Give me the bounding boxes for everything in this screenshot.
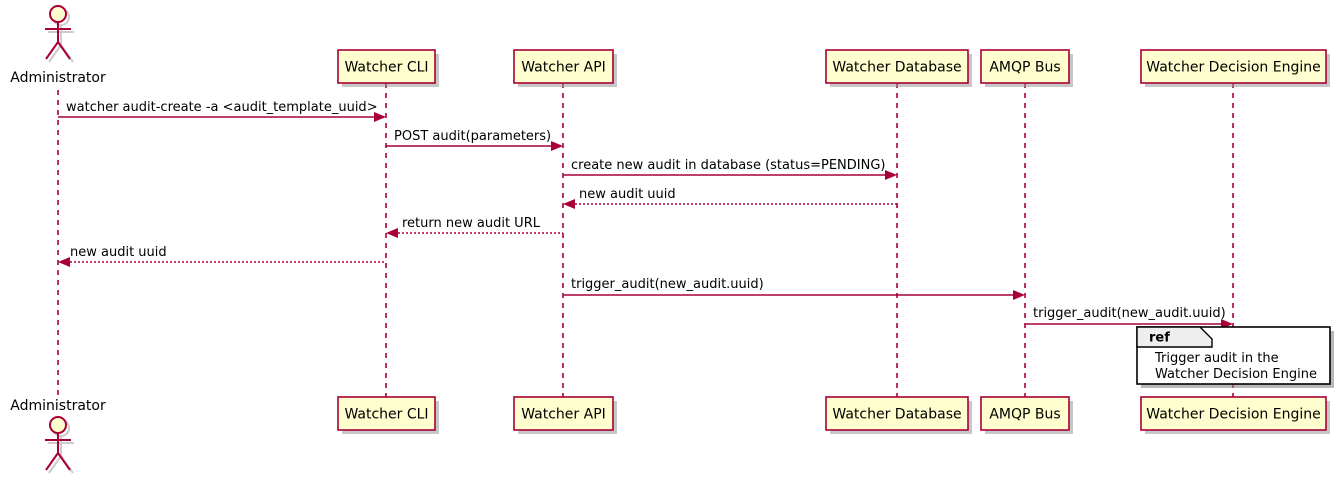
arrowhead-right-icon	[551, 141, 563, 151]
participant-box[interactable]	[825, 49, 969, 84]
participant-boxes-top: Watcher CLI Watcher API Watcher Database…	[337, 49, 1330, 87]
participant-boxes-bottom: Watcher CLI Watcher API Watcher Database…	[337, 396, 1330, 434]
participant-amqp-bus-top[interactable]: AMQP Bus	[980, 49, 1073, 87]
actor-label-administrator-top: Administrator	[10, 70, 106, 86]
arrowhead-right-icon	[1013, 290, 1025, 300]
participant-label-watcher-database-bottom: Watcher Database	[832, 407, 961, 423]
arrowhead-left-icon	[58, 257, 70, 267]
participant-box[interactable]	[980, 396, 1070, 431]
ref-tab	[1136, 326, 1213, 348]
message-label-2: POST audit(parameters)	[394, 129, 551, 144]
participant-label-amqp-bus-bottom: AMQP Bus	[989, 407, 1060, 423]
message-6-new-audit-uuid-cli: new audit uuid	[58, 245, 386, 267]
participant-box[interactable]	[337, 49, 436, 84]
message-3-create-new-audit: create new audit in database (status=PEN…	[563, 158, 897, 180]
actor-leg-left-icon	[45, 452, 59, 471]
actor-head-icon	[49, 5, 67, 23]
message-7-trigger-audit-amqp: trigger_audit(new_audit.uuid)	[563, 277, 1025, 300]
participant-watcher-api-bottom[interactable]: Watcher API	[513, 396, 617, 434]
message-5-return-new-audit-url: return new audit URL	[386, 216, 563, 238]
participant-label-watcher-decision-engine-top: Watcher Decision Engine	[1146, 60, 1320, 76]
participant-watcher-decision-engine-top[interactable]: Watcher Decision Engine	[1140, 49, 1330, 87]
participant-amqp-bus-bottom[interactable]: AMQP Bus	[980, 396, 1073, 434]
ref-body-line-2: Watcher Decision Engine	[1155, 367, 1317, 382]
participant-box[interactable]	[337, 396, 436, 431]
message-label-5: return new audit URL	[402, 216, 541, 231]
participant-label-watcher-decision-engine-bottom: Watcher Decision Engine	[1146, 407, 1320, 423]
message-label-6: new audit uuid	[70, 245, 167, 260]
participant-box[interactable]	[1140, 49, 1327, 84]
participant-label-watcher-database-top: Watcher Database	[832, 60, 961, 76]
actor-leg-right-icon	[57, 41, 71, 60]
participant-watcher-database-top[interactable]: Watcher Database	[825, 49, 972, 87]
participant-box[interactable]	[980, 49, 1070, 84]
actor-administrator-bottom: Administrator	[10, 398, 106, 474]
participant-watcher-cli-bottom[interactable]: Watcher CLI	[337, 396, 439, 434]
participant-box[interactable]	[1140, 396, 1327, 431]
participant-box[interactable]	[513, 49, 614, 84]
message-label-3: create new audit in database (status=PEN…	[571, 158, 886, 173]
ref-tab-label: ref	[1149, 331, 1170, 346]
participant-box[interactable]	[825, 396, 969, 431]
participant-watcher-database-bottom[interactable]: Watcher Database	[825, 396, 972, 434]
message-label-7: trigger_audit(new_audit.uuid)	[571, 277, 764, 292]
actor-leg-left-icon	[45, 41, 59, 60]
participant-label-watcher-api-bottom: Watcher API	[521, 407, 606, 423]
participant-label-amqp-bus-top: AMQP Bus	[989, 60, 1060, 76]
actor-administrator-top: Administrator	[10, 5, 106, 86]
message-4-new-audit-uuid-db: new audit uuid	[563, 187, 897, 209]
ref-body-line-1: Trigger audit in the	[1154, 351, 1279, 366]
lifelines-group	[57, 83, 1234, 398]
actor-label-administrator-bottom: Administrator	[10, 398, 106, 414]
message-1-watcher-audit-create: watcher audit-create -a <audit_template_…	[58, 100, 386, 122]
participant-label-watcher-api-top: Watcher API	[521, 60, 606, 76]
actor-leg-right-icon	[57, 452, 71, 471]
ref-fragment: ref Trigger audit in the Watcher Decisio…	[1136, 326, 1334, 388]
participant-watcher-cli-top[interactable]: Watcher CLI	[337, 49, 439, 87]
participant-box[interactable]	[513, 396, 614, 431]
actor-head-icon	[49, 416, 67, 434]
arrowhead-right-icon	[885, 170, 897, 180]
arrowhead-left-icon	[563, 199, 575, 209]
arrowhead-right-icon	[374, 112, 386, 122]
participant-watcher-decision-engine-bottom[interactable]: Watcher Decision Engine	[1140, 396, 1330, 434]
participant-label-watcher-cli-top: Watcher CLI	[344, 60, 428, 76]
message-label-8: trigger_audit(new_audit.uuid)	[1033, 306, 1226, 321]
arrowhead-left-icon	[386, 228, 398, 238]
message-2-post-audit: POST audit(parameters)	[386, 129, 563, 151]
participant-watcher-api-top[interactable]: Watcher API	[513, 49, 617, 87]
message-label-4: new audit uuid	[579, 187, 676, 202]
message-label-1: watcher audit-create -a <audit_template_…	[66, 100, 378, 115]
participant-label-watcher-cli-bottom: Watcher CLI	[344, 407, 428, 423]
message-8-trigger-audit-decision-engine: trigger_audit(new_audit.uuid)	[1025, 306, 1233, 329]
